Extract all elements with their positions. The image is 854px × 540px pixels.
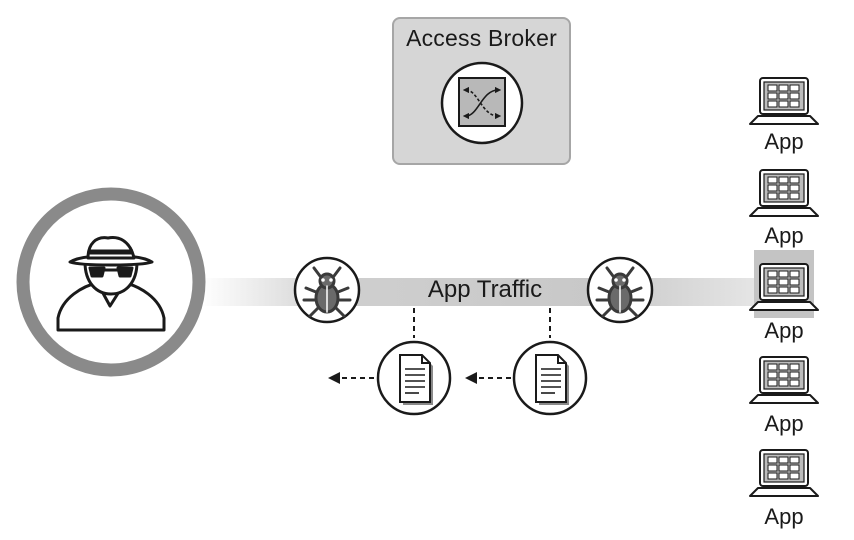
app-traffic-label: App Traffic	[427, 276, 543, 303]
app-label: App	[764, 223, 804, 248]
spy-icon	[56, 236, 166, 332]
app-laptop-icon	[749, 169, 819, 217]
traffic-band-left	[200, 278, 600, 306]
bug-node-left	[293, 256, 361, 324]
document-icon	[399, 354, 433, 405]
document-node-left	[376, 340, 452, 416]
app-laptop-icon	[749, 77, 819, 125]
crossover-switch-icon	[440, 61, 524, 145]
bug-node-right	[586, 256, 654, 324]
app-laptop-icon	[749, 356, 819, 404]
bug-icon	[595, 266, 645, 318]
app-laptop-icon	[749, 250, 819, 318]
attacker-node	[16, 187, 206, 377]
access-broker-title: Access Broker	[406, 25, 557, 51]
exfil-connectors	[328, 308, 551, 384]
app-laptop-icon	[749, 449, 819, 497]
app-column	[749, 77, 819, 497]
app-label: App	[764, 411, 804, 436]
app-label: App	[764, 318, 804, 343]
app-label: App	[764, 504, 804, 529]
app-label: App	[764, 129, 804, 154]
document-node-right	[512, 340, 588, 416]
bug-icon	[302, 266, 352, 318]
document-icon	[535, 354, 569, 405]
